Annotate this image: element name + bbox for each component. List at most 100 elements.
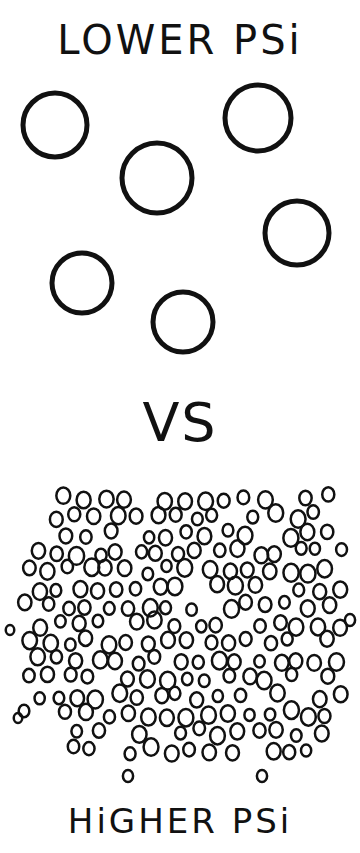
small-bubble [18,595,31,611]
small-bubble [54,692,65,705]
small-bubble [98,560,111,576]
small-bubble [322,487,334,501]
small-bubble [93,615,104,627]
small-bubble [141,708,156,725]
small-bubble [318,709,330,723]
small-bubble [275,655,289,671]
small-bubble [104,602,115,615]
small-bubble [289,653,302,668]
small-bubble [223,524,234,537]
small-bubble [165,745,179,761]
large-bubble [265,201,329,265]
small-bubble [212,652,227,670]
small-bubble [22,632,37,649]
small-bubble [300,524,314,540]
small-bubble [78,600,90,614]
small-bubble [14,713,23,723]
small-bubble [186,603,196,615]
small-bubble [131,690,143,705]
small-bubble [320,631,333,647]
small-bubble [79,704,93,720]
small-bubble [313,584,326,599]
small-bubble [228,577,243,595]
small-bubble [40,563,54,580]
small-bubble [336,543,347,556]
small-bubble [32,543,45,559]
small-bubble [50,512,63,527]
small-bubble [130,614,143,630]
small-bubble [210,727,225,744]
small-bubble [65,668,77,682]
small-bubble [201,706,216,723]
small-bubble [87,508,100,524]
small-bubble [30,648,44,665]
small-bubble [254,655,264,667]
large-bubbles [23,85,329,352]
small-bubble [93,651,108,668]
small-bubble [269,722,282,738]
small-bubble [108,653,122,669]
small-bubble [257,672,272,689]
small-bubble [144,531,154,543]
small-bubble [259,597,272,612]
small-bubble [170,508,182,522]
small-bubble [122,601,134,616]
small-bubble [183,743,195,757]
small-bubble [147,612,161,629]
small-bubble [230,540,244,557]
small-bubble [169,687,180,700]
small-bubble [167,578,182,596]
small-bubble [35,692,45,704]
small-bubble [253,723,265,737]
small-bubble [279,596,290,609]
small-bubble [51,650,62,663]
small-bubble [19,705,30,718]
small-bubble [235,689,246,702]
small-bubble [77,492,91,509]
small-bubble [224,600,239,618]
small-bubble [130,509,143,524]
small-bubble [244,709,254,721]
small-bubble [323,597,336,613]
small-bubble [230,723,244,739]
small-bubble [91,583,104,598]
heading-label: LOWER PSi [57,20,302,60]
small-bubble [62,560,73,573]
small-bubble [254,547,268,563]
small-bubble [267,743,281,759]
small-bubble [268,546,281,562]
small-bubble [221,705,235,722]
small-bubble [240,632,252,646]
label-row: VS [0,396,360,450]
small-bubble [112,685,127,702]
small-bubble [299,491,311,506]
small-bubble [177,559,192,577]
small-bubble [198,493,213,510]
small-bubble [136,545,147,558]
small-bubble [55,615,66,627]
small-bubble [65,639,75,651]
small-bubble [51,584,62,597]
small-bubble [125,747,136,760]
small-bubble [218,494,230,508]
small-bubble [143,568,154,580]
small-bubble [214,544,225,557]
small-bubble [175,654,188,669]
small-bubble [283,564,298,582]
small-bubble [265,708,275,720]
small-bubble [93,723,105,737]
small-bubble [79,630,92,645]
small-bubble [296,542,307,555]
small-bubble [175,727,186,740]
small-bubble [222,635,235,650]
small-bubble [196,620,206,632]
small-bubble [56,487,70,503]
small-bubble [41,667,54,682]
small-bubble [118,560,131,576]
small-bubble [192,513,203,526]
small-bubble [213,690,223,702]
small-bubble [254,619,265,632]
small-bubble [206,636,218,650]
small-bubble [247,511,258,524]
small-bubble [282,633,293,646]
